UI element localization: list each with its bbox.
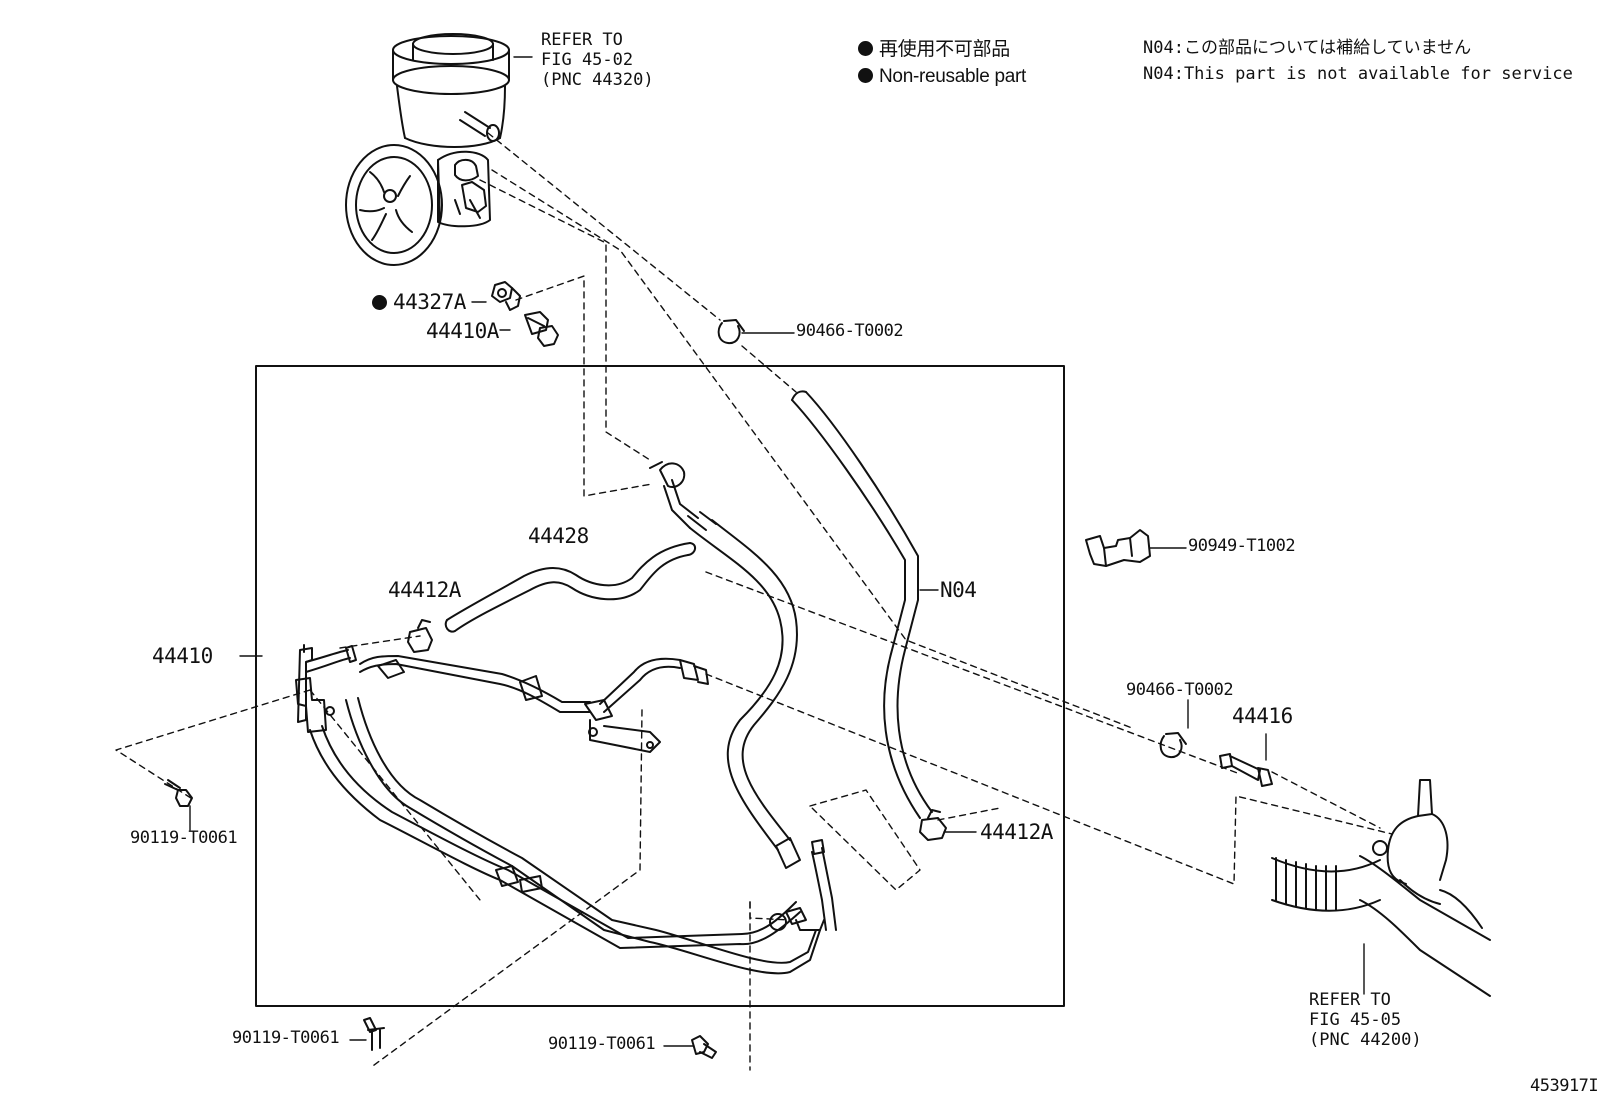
union-44416	[1219, 753, 1273, 787]
power-steering-pump	[345, 33, 510, 266]
part-label-44412A-top: 44412A	[388, 578, 461, 602]
leader-lines	[189, 56, 1365, 1047]
alignment-lines	[115, 132, 1393, 1071]
ref-pump-line3: (PNC 44320)	[541, 70, 654, 90]
note-en: N04:This part is not available for servi…	[1143, 64, 1573, 84]
clamp-44412A-top	[407, 619, 433, 653]
part-label-90119-bottom-mid: 90119-T0061	[548, 1034, 656, 1054]
bolt-90119-bottom-mid	[691, 1035, 717, 1059]
assembly-frame	[255, 365, 1065, 1007]
pressure-hose	[649, 461, 801, 869]
ref-pump: REFER TO FIG 45-02 (PNC 44320)	[541, 30, 654, 90]
non-reusable-dot-icon	[372, 295, 387, 310]
bolt-90119-left	[164, 779, 193, 807]
ref-gear-line1: REFER TO	[1309, 990, 1391, 1010]
gasket-44327A	[491, 281, 521, 311]
clamp-90466-top	[717, 319, 745, 345]
part-label-44327A: 44327A	[372, 292, 466, 313]
ref-gear-line3: (PNC 44200)	[1309, 1030, 1422, 1050]
union-bolt-44410A	[524, 311, 559, 347]
part-label-44428: 44428	[528, 524, 589, 548]
ref-pump-line2: FIG 45-02	[541, 50, 634, 70]
ref-gear-line2: FIG 45-05	[1309, 1010, 1402, 1030]
part-label-90466-top: 90466-T0002	[796, 321, 904, 341]
part-label-N04: N04	[940, 578, 977, 602]
steering-gear	[1271, 779, 1491, 997]
part-label-44412A-right: 44412A	[980, 820, 1053, 844]
part-label-44410A: 44410A	[426, 319, 499, 343]
part-label-90119-left: 90119-T0061	[130, 828, 238, 848]
clamp-44412A-right	[919, 809, 947, 841]
legend: 再使用不可部品 Non-reusable part	[858, 40, 1026, 94]
legend-jp: 再使用不可部品	[879, 39, 1010, 60]
hose-44428	[444, 542, 696, 633]
legend-en: Non-reusable part	[879, 66, 1026, 87]
part-label-90119-bottom-left: 90119-T0061	[232, 1028, 340, 1048]
bolt-90119-bottom-left	[363, 1017, 385, 1051]
note-jp: N04:この部品については補給していません	[1143, 38, 1472, 58]
non-reusable-dot-icon	[858, 68, 873, 83]
tube-assembly-44410	[295, 644, 837, 975]
part-label-44416: 44416	[1232, 704, 1293, 728]
part-label-90466-right: 90466-T0002	[1126, 680, 1234, 700]
figure-id: 453917I	[1530, 1076, 1598, 1096]
ref-gear: REFER TO FIG 45-05 (PNC 44200)	[1309, 990, 1422, 1050]
part-label-90949: 90949-T1002	[1188, 536, 1296, 556]
part-label-44410: 44410	[152, 644, 213, 668]
return-hose-n04	[791, 390, 933, 819]
non-reusable-dot-icon	[858, 41, 873, 56]
clamp-90949	[1085, 529, 1151, 567]
ref-pump-line1: REFER TO	[541, 30, 623, 50]
